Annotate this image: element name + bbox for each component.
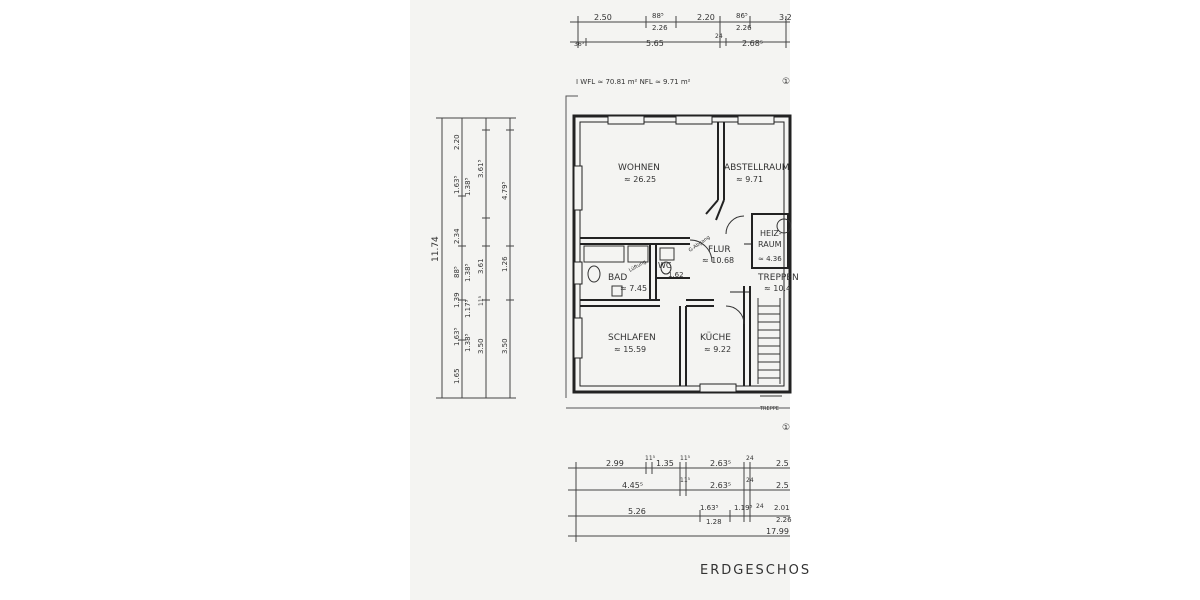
toilet-wc <box>660 261 672 275</box>
staircase <box>757 298 782 397</box>
dim-top-1: 2.50 <box>594 13 612 22</box>
dim-bottom-r3-6: 1.28 <box>706 518 722 526</box>
dim-top-7: 24 <box>715 33 723 40</box>
axis-marker-bottom: ① <box>782 423 790 433</box>
dim-bottom-r2-1: 4.45⁵ <box>622 481 643 490</box>
dim-bottom-r2-2: 11⁵ <box>680 477 691 484</box>
room-name-treppen: TREPPEN <box>757 273 799 283</box>
room-area-wohnen: ≈ 26.25 <box>624 175 656 184</box>
sink-bad <box>611 285 623 297</box>
dim-left-c1-4: 88⁵ <box>453 266 461 278</box>
room-name-heizraum-2: RAUM <box>758 240 782 249</box>
dim-left-c1-7: 1.65 <box>453 368 461 384</box>
dim-bottom-r3-5: 2.01 <box>774 504 790 512</box>
dim-bottom-r3-1: 5.26 <box>628 507 646 516</box>
dim-bottom-r3-4: 24 <box>756 503 764 510</box>
room-area-wc: 1.62 <box>668 271 684 279</box>
dim-left-c3-2: 3.61 <box>477 258 485 274</box>
dim-top-8: 2.68⁵ <box>742 39 763 48</box>
fixtures <box>583 215 792 397</box>
dim-left-c1-5: 1.39 <box>453 292 461 308</box>
dim-bottom-r2-5: 2.5 <box>776 481 789 490</box>
dim-left-c3-4: 11⁵ <box>478 295 485 306</box>
dim-bottom-total: 17.99 <box>766 527 789 536</box>
dim-left-total: 11.74 <box>431 236 441 262</box>
dim-top-4b: 2.26 <box>736 24 752 32</box>
shower <box>627 245 649 263</box>
walls <box>565 95 792 409</box>
dim-top-2b: 2.26 <box>652 24 668 32</box>
room-name-heizraum-1: HEIZ- <box>760 229 782 238</box>
dim-left-c3-1: 3.61⁵ <box>477 159 485 178</box>
dim-bottom-r3-3: 1.19⁵ <box>734 504 753 512</box>
door-swing-flur <box>689 239 713 263</box>
plan-title: ERDGESCHOS <box>700 563 811 578</box>
left-dimension-chains <box>436 117 516 399</box>
dim-left-c2-1: 1.38⁵ <box>464 177 472 196</box>
dim-left-c2-2: 1.38⁵ <box>464 263 472 282</box>
dim-left-c1-2: 1.63⁵ <box>453 175 461 194</box>
dim-bottom-r1-3: 1.35 <box>656 459 674 468</box>
toilet-bad <box>587 265 601 283</box>
dim-bottom-r1-6: 24 <box>746 455 754 462</box>
dim-bottom-r1-5: 2.63⁵ <box>710 459 731 468</box>
dim-left-c3-3: 3.50 <box>477 338 485 354</box>
dim-bottom-r1-4: 11⁵ <box>680 455 691 462</box>
area-summary: I WFL ≈ 70.81 m² NFL ≈ 9.71 m² <box>576 78 691 86</box>
dim-bottom-r3-2: 1.63⁵ <box>700 504 719 512</box>
dim-bottom-r1-1: 2.99 <box>606 459 624 468</box>
boiler <box>776 218 792 234</box>
door-swing-kuche <box>725 305 745 325</box>
room-area-bad: ≈ 7.45 <box>620 284 647 293</box>
room-name-wohnen: WOHNEN <box>618 163 660 173</box>
room-area-flur: ≈ 10.68 <box>702 256 734 265</box>
dim-bottom-r2-4: 24 <box>746 477 754 484</box>
room-name-flur: FLUR <box>708 245 731 255</box>
dim-top-left: 36⁵ <box>574 41 585 48</box>
dim-top-3: 2.20 <box>697 13 715 22</box>
axis-marker-top: ① <box>782 77 790 87</box>
dim-left-c4-3: 3.50 <box>501 338 509 354</box>
sink-wc <box>659 247 675 261</box>
dim-top-2: 88⁵ <box>652 12 664 20</box>
room-area-heizraum: ≈ 4.36 <box>758 255 782 263</box>
bottom-dimension-chains <box>568 462 790 542</box>
dim-top-4: 86⁵ <box>736 12 748 20</box>
dim-top-6: 5.65 <box>646 39 664 48</box>
room-area-treppen: ≈ 10.4 <box>764 284 791 293</box>
room-area-kuche: ≈ 9.22 <box>704 345 731 354</box>
room-name-schlafen: SCHLAFEN <box>608 333 656 343</box>
dim-left-c2-4: 1.38⁵ <box>464 333 472 352</box>
room-area-abstellraum: ≈ 9.71 <box>736 175 763 184</box>
dim-left-c4-1: 4.79⁵ <box>501 181 509 200</box>
dim-bottom-r2-3: 2.63⁵ <box>710 481 731 490</box>
room-name-bad: BAD <box>608 273 627 283</box>
dim-left-c1-6: 1.63⁵ <box>453 327 461 346</box>
door-swing-heiz <box>725 215 745 235</box>
dim-left-c4-2: 1.26 <box>501 256 509 272</box>
room-name-wc: WC <box>658 261 672 270</box>
dim-left-c2-3: 1.17⁵ <box>464 299 472 318</box>
dim-bottom-r1-2: 11⁵ <box>645 455 656 462</box>
stairs-note: TREPPE <box>759 406 779 412</box>
bathtub <box>583 245 625 263</box>
room-name-abstellraum: ABSTELLRAUM <box>724 163 790 173</box>
dim-left-c1-1: 2.20 <box>453 134 461 150</box>
dim-top-5: 3.2 <box>779 13 792 22</box>
top-dimension-chains <box>570 16 790 48</box>
room-area-schlafen: ≈ 15.59 <box>614 345 646 354</box>
bad-note: Lüftung <box>628 259 647 274</box>
dim-bottom-r3-7: 2.26 <box>776 516 792 524</box>
room-name-kuche: KÜCHE <box>700 332 731 343</box>
dim-left-c1-3: 2.34 <box>453 228 461 244</box>
dim-bottom-r1-7: 2.5 <box>776 459 789 468</box>
